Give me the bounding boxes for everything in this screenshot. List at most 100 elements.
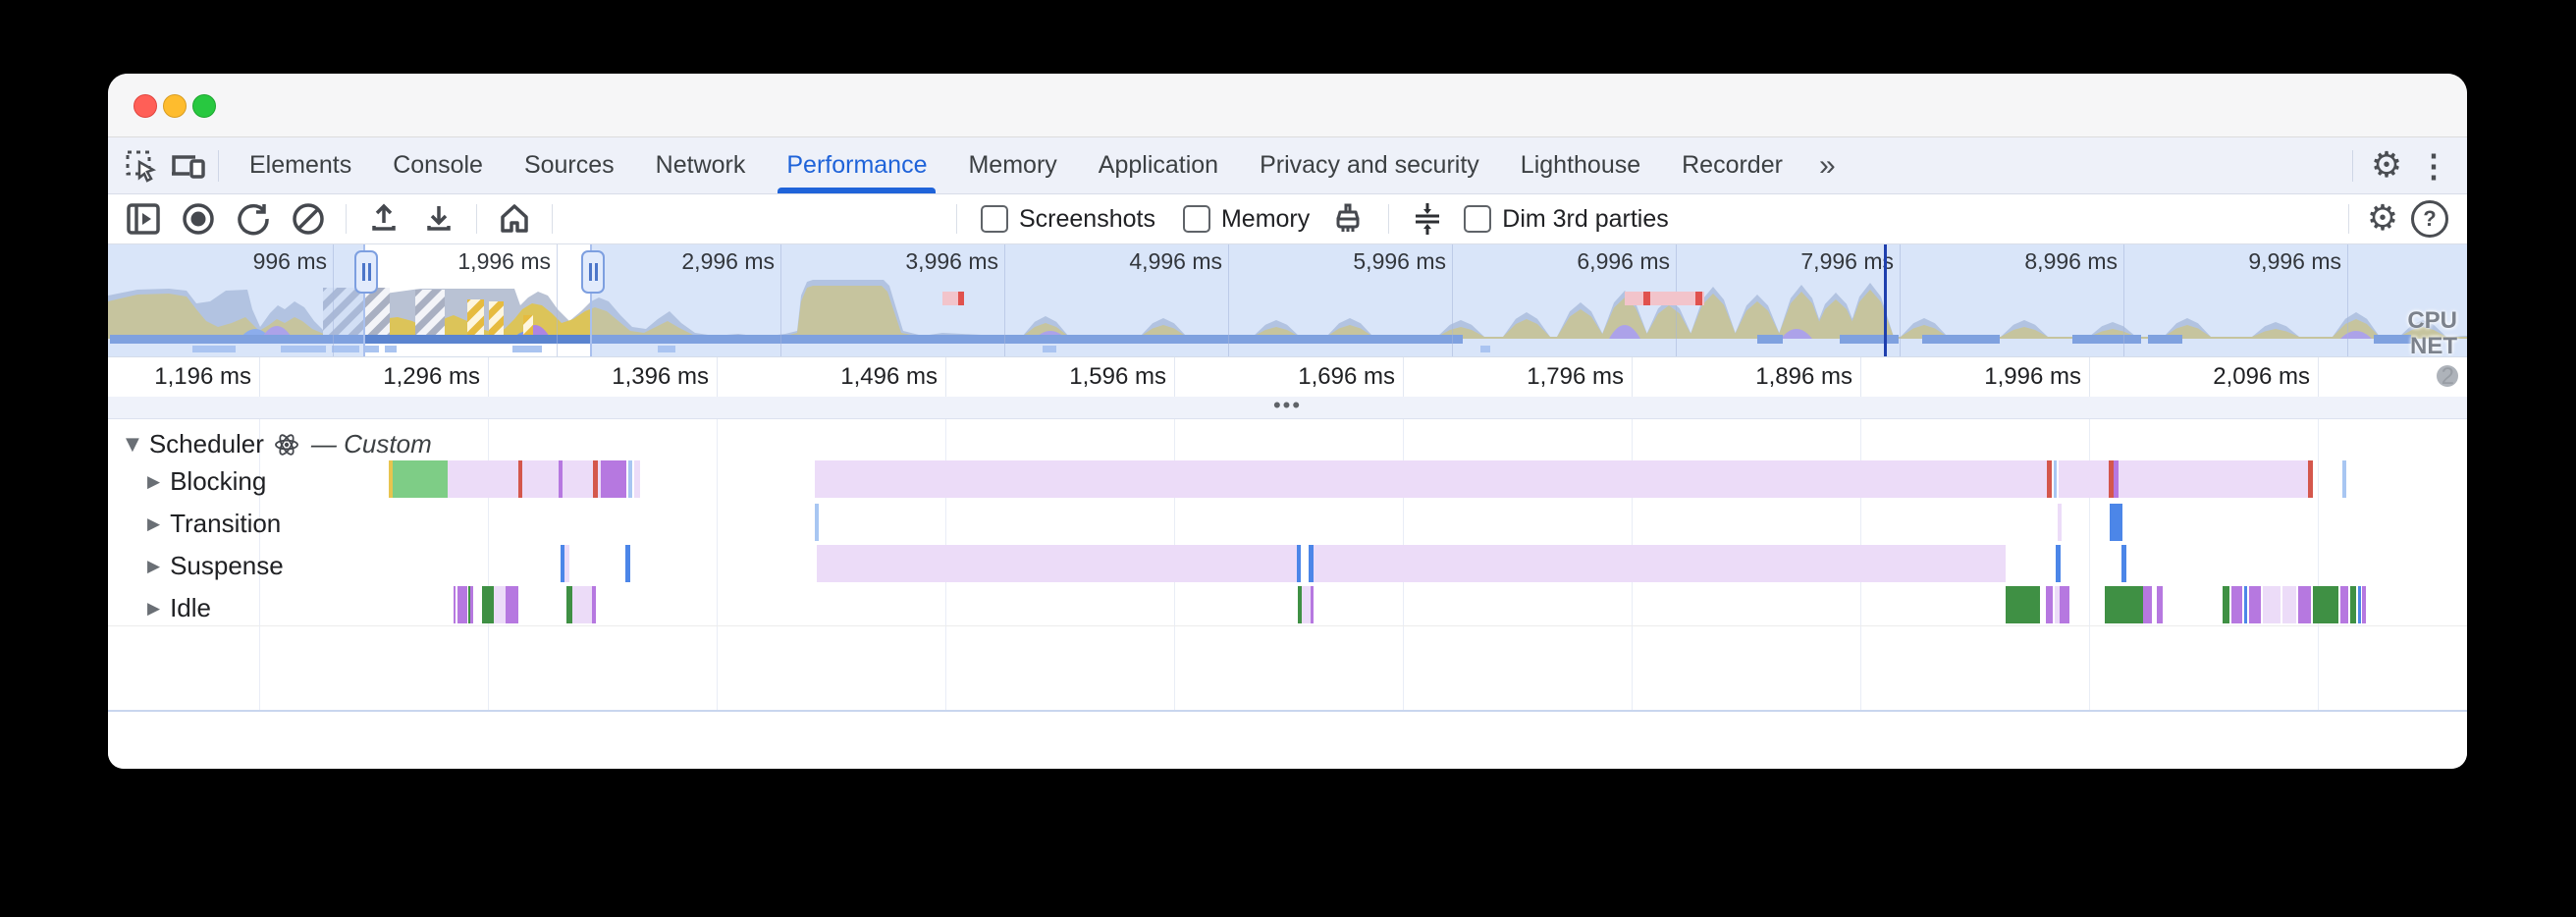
- toggle-sidebar-icon[interactable]: [116, 197, 171, 241]
- flame-bar-suspense[interactable]: [625, 545, 630, 582]
- flame-bar-blocking[interactable]: [2059, 460, 2109, 498]
- tab-application[interactable]: Application: [1078, 137, 1239, 193]
- flame-bar-blocking[interactable]: [559, 460, 563, 498]
- live-metrics-home-icon[interactable]: [487, 197, 542, 241]
- screenshots-checkbox[interactable]: [981, 205, 1008, 233]
- flame-bar-transition[interactable]: [2058, 504, 2062, 541]
- flame-bar-transition[interactable]: [815, 504, 819, 541]
- minimize-window-button[interactable]: [163, 94, 187, 118]
- flame-bar-idle[interactable]: [2046, 586, 2053, 623]
- tab-network[interactable]: Network: [635, 137, 767, 193]
- flame-bar-idle[interactable]: [2055, 586, 2060, 623]
- expand-triangle-icon[interactable]: ▶: [147, 513, 161, 534]
- tab-lighthouse[interactable]: Lighthouse: [1500, 137, 1661, 193]
- scrollbar-knob[interactable]: [2437, 365, 2458, 387]
- flame-bar-idle[interactable]: [2244, 586, 2247, 623]
- flame-bar-idle[interactable]: [494, 586, 506, 623]
- flame-bar-blocking[interactable]: [448, 460, 518, 498]
- flame-bar-suspense[interactable]: [561, 545, 564, 582]
- flame-bar-suspense[interactable]: [1297, 545, 1301, 582]
- collapse-triangle-icon[interactable]: ▼: [126, 434, 139, 455]
- flame-bar-suspense[interactable]: [2121, 545, 2126, 582]
- flame-bar-blocking[interactable]: [518, 460, 522, 498]
- flame-bar-blocking[interactable]: [598, 460, 601, 498]
- flame-bar-blocking[interactable]: [2308, 460, 2313, 498]
- flame-bar-idle[interactable]: [2231, 586, 2242, 623]
- record-icon[interactable]: [171, 197, 226, 241]
- track-header-scheduler[interactable]: ▼ Scheduler — Custom: [126, 429, 432, 459]
- help-icon[interactable]: ?: [2406, 197, 2453, 241]
- flame-bar-blocking[interactable]: [628, 460, 632, 498]
- flame-bar-blocking[interactable]: [563, 460, 593, 498]
- flame-bar-idle[interactable]: [592, 586, 596, 623]
- toggle-device-toolbar-icon[interactable]: [169, 146, 208, 186]
- flame-bar-idle[interactable]: [457, 586, 467, 623]
- inspect-element-icon[interactable]: [122, 146, 161, 186]
- tab-recorder[interactable]: Recorder: [1661, 137, 1803, 193]
- flame-bar-blocking[interactable]: [393, 460, 448, 498]
- track-row-transition[interactable]: ▶Transition: [147, 509, 281, 539]
- flame-bar-idle[interactable]: [2105, 586, 2143, 623]
- flame-bar-idle[interactable]: [566, 586, 572, 623]
- flame-bar-idle[interactable]: [2298, 586, 2311, 623]
- flame-bar-suspense[interactable]: [817, 545, 1297, 582]
- flame-bar-blocking[interactable]: [2114, 460, 2119, 498]
- dim-3rd-parties-checkbox[interactable]: [1464, 205, 1492, 233]
- flame-bar-idle[interactable]: [2249, 586, 2261, 623]
- tab-sources[interactable]: Sources: [504, 137, 635, 193]
- panel-resize-strip[interactable]: •••: [108, 393, 2467, 419]
- flame-bar-idle[interactable]: [1311, 586, 1314, 623]
- memory-checkbox[interactable]: [1182, 205, 1210, 233]
- flame-bar-idle[interactable]: [470, 586, 473, 623]
- selection-left-handle[interactable]: [354, 250, 378, 294]
- flame-bar-blocking[interactable]: [815, 460, 2047, 498]
- flame-bar-blocking[interactable]: [522, 460, 559, 498]
- flame-bar-blocking[interactable]: [2047, 460, 2052, 498]
- bottom-panel-divider[interactable]: [108, 710, 2467, 712]
- flame-bar-blocking[interactable]: [2109, 460, 2114, 498]
- tab-console[interactable]: Console: [372, 137, 504, 193]
- flame-chart[interactable]: ▼ Scheduler — Custom ▶Blocking▶Transitio…: [108, 419, 2467, 710]
- maximize-window-button[interactable]: [192, 94, 216, 118]
- flame-bar-blocking[interactable]: [593, 460, 598, 498]
- track-row-suspense[interactable]: ▶Suspense: [147, 551, 284, 581]
- flame-bar-idle[interactable]: [2006, 586, 2040, 623]
- tab-privacy-and-security[interactable]: Privacy and security: [1239, 137, 1500, 193]
- flame-bar-idle[interactable]: [506, 586, 518, 623]
- track-row-idle[interactable]: ▶Idle: [147, 593, 211, 623]
- flame-bar-idle[interactable]: [1302, 586, 1311, 623]
- customize-devtools-kebab-icon[interactable]: ⋮: [2418, 147, 2449, 184]
- flame-bar-idle[interactable]: [2282, 586, 2296, 623]
- flame-bar-idle[interactable]: [2313, 586, 2338, 623]
- collect-garbage-icon[interactable]: [1323, 197, 1372, 241]
- flame-bar-idle[interactable]: [482, 586, 494, 623]
- capture-settings-gear-icon[interactable]: ⚙: [2366, 198, 2399, 239]
- flame-bar-idle[interactable]: [2358, 586, 2361, 623]
- flame-bar-blocking[interactable]: [389, 460, 393, 498]
- download-profile-icon[interactable]: [411, 197, 466, 241]
- flame-bar-idle[interactable]: [2340, 586, 2348, 623]
- upload-profile-icon[interactable]: [356, 197, 411, 241]
- flame-bar-blocking[interactable]: [634, 460, 640, 498]
- collapse-tracks-icon[interactable]: [1405, 197, 1450, 241]
- close-window-button[interactable]: [134, 94, 157, 118]
- flame-bar-idle[interactable]: [2060, 586, 2069, 623]
- flame-bar-transition[interactable]: [2110, 504, 2122, 541]
- flame-bar-idle[interactable]: [2263, 586, 2281, 623]
- flame-bar-blocking[interactable]: [2119, 460, 2308, 498]
- flame-bar-blocking[interactable]: [2342, 460, 2346, 498]
- flame-bar-idle[interactable]: [454, 586, 456, 623]
- flame-bar-idle[interactable]: [468, 586, 470, 623]
- flame-bar-suspense[interactable]: [2056, 545, 2061, 582]
- record-and-reload-icon[interactable]: [226, 197, 281, 241]
- tab-elements[interactable]: Elements: [229, 137, 372, 193]
- flame-bar-idle[interactable]: [572, 586, 592, 623]
- drag-handle-dots[interactable]: •••: [1272, 393, 1303, 417]
- flame-bar-suspense[interactable]: [1314, 545, 2006, 582]
- settings-gear-icon[interactable]: ⚙: [2370, 144, 2403, 186]
- expand-triangle-icon[interactable]: ▶: [147, 598, 161, 619]
- flame-bar-idle[interactable]: [2362, 586, 2366, 623]
- flame-bar-blocking[interactable]: [2054, 460, 2057, 498]
